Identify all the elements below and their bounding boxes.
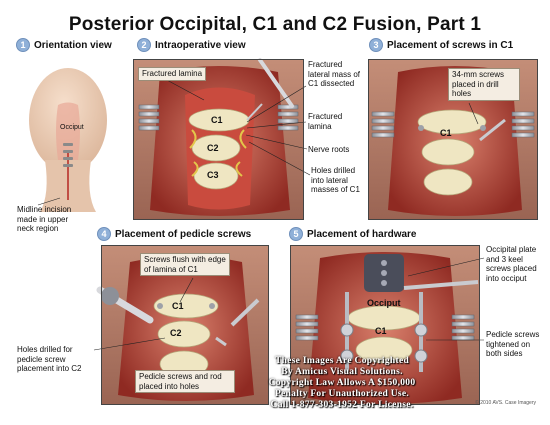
step-3-badge: 3 — [369, 38, 383, 52]
pedicle-tightened-label: Pedicle screws tightened on both sides — [486, 330, 540, 358]
occiput-label-panel5: Occiput — [367, 298, 401, 308]
panel-2-frame — [133, 59, 304, 220]
panel-5-frame — [290, 245, 480, 405]
panel-5-surgical-field — [290, 245, 480, 405]
c2-label-panel2: C2 — [207, 143, 219, 153]
c1-label-panel4: C1 — [172, 301, 184, 311]
watermark-line-1: These Images Are Copyrighted — [274, 356, 410, 366]
step-2-badge: 2 — [137, 38, 151, 52]
fractured-lateral-mass-label: Fractured lateral mass of C1 dissected — [308, 60, 361, 88]
midline-incision-label: Midline incision made in upper neck regi… — [17, 205, 72, 233]
c1-label-panel3: C1 — [440, 128, 452, 138]
occipital-plate-label: Occipital plate and 3 keel screws placed… — [486, 245, 537, 283]
holes-drilled-label: Holes drilled into lateral masses of C1 — [311, 166, 360, 194]
step-4-heading: 4 Placement of pedicle screws — [97, 227, 251, 241]
screws-placed-label: 34-mm screws placed in drill holes — [448, 68, 520, 101]
step-3-label: Placement of screws in C1 — [387, 39, 514, 51]
c2-label-panel4: C2 — [170, 328, 182, 338]
watermark-line-4: Penalty For Unauthorized Use. — [274, 389, 410, 399]
page-title: Posterior Occipital, C1 and C2 Fusion, P… — [68, 14, 482, 35]
step-1-label: Orientation view — [34, 39, 112, 51]
step-1-badge: 1 — [16, 38, 30, 52]
panel-3-frame — [368, 59, 538, 220]
watermark-line-5: Call 1-877-303-1952 For License. — [270, 400, 414, 410]
fractured-lamina-right-label: Fractured lamina — [308, 112, 343, 131]
copyright-notice: © 2010 AVS. Case Imagery — [475, 400, 536, 406]
c3-label-panel2: C3 — [207, 170, 219, 180]
step-4-label: Placement of pedicle screws — [115, 228, 252, 240]
step-4-badge: 4 — [97, 227, 111, 241]
occiput-label: Occiput — [60, 124, 84, 131]
holes-c2-label: Holes drilled for pedicle screw placemen… — [17, 345, 82, 373]
step-5-heading: 5 Placement of hardware — [289, 227, 416, 241]
step-5-badge: 5 — [289, 227, 303, 241]
copyright-watermark: These Images Are Copyrighted By Amicus V… — [222, 356, 462, 411]
step-5-label: Placement of hardware — [307, 228, 417, 240]
step-2-label: Intraoperative view — [155, 39, 246, 51]
step-1-heading: 1 Orientation view — [16, 38, 112, 52]
watermark-line-2: By Amicus Visual Solutions. — [281, 367, 403, 377]
c1-label-panel2: C1 — [211, 115, 223, 125]
panel-4-frame — [101, 245, 269, 405]
fractured-lamina-label: Fractured lamina — [138, 67, 207, 81]
nerve-roots-label: Nerve roots — [308, 145, 350, 154]
c1-label-panel5: C1 — [375, 326, 387, 336]
panel-2-surgical-field — [133, 58, 304, 220]
step-3-heading: 3 Placement of screws in C1 — [369, 38, 513, 52]
step-2-heading: 2 Intraoperative view — [137, 38, 246, 52]
head-illustration — [29, 68, 107, 212]
watermark-line-3: Copyright Law Allows A $150,000 — [268, 378, 416, 388]
rod-placed-label: Pedicle screws and rod placed into holes — [135, 370, 235, 393]
screws-flush-label: Screws flush with edge of lamina of C1 — [140, 253, 230, 276]
